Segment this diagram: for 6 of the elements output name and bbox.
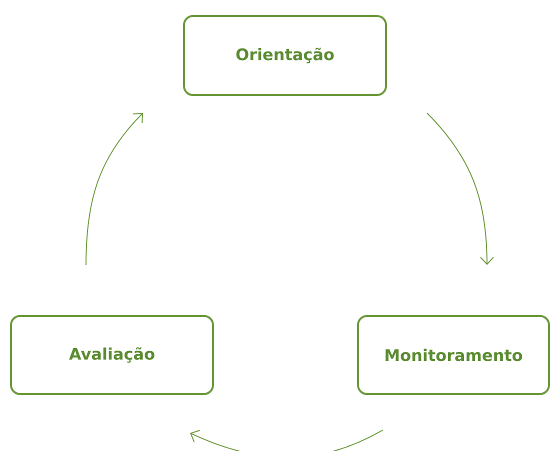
arrow xyxy=(86,113,143,266)
arrow xyxy=(190,430,384,451)
arrow xyxy=(426,112,494,265)
process-box: Orientação xyxy=(183,15,387,96)
process-box: Avaliação xyxy=(10,315,214,395)
process-box: Monitoramento xyxy=(357,315,550,395)
